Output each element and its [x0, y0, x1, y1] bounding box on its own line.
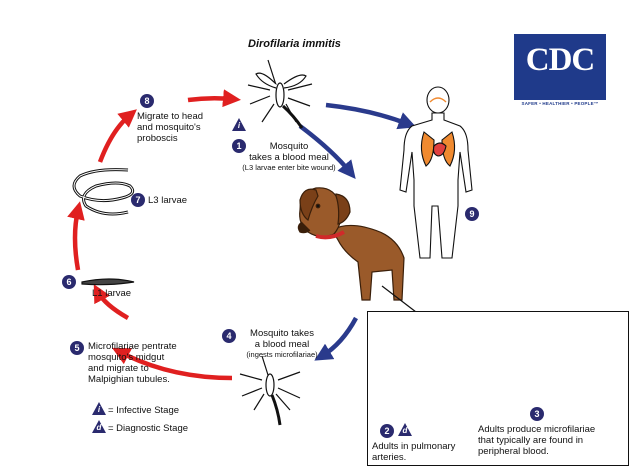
arrow-midgut-to-l1	[93, 284, 130, 320]
stage-4-line1: Mosquito takes	[250, 328, 314, 339]
stage-7-badge: 7	[131, 193, 145, 207]
inset-panel	[367, 311, 629, 466]
legend-diagnostic-text: = Diagnostic Stage	[108, 423, 189, 434]
mosquito-top	[247, 59, 313, 129]
stage-5-line4: Malpighian tubules.	[88, 374, 170, 385]
legend-diagnostic-marker: d	[92, 420, 106, 433]
mosquito-bottom	[239, 355, 301, 426]
red-arrows	[67, 89, 241, 381]
stage-1-line2: takes a blood meal	[249, 152, 329, 163]
diagnostic-marker-letter: d	[402, 426, 408, 435]
stage-3-line3: peripheral blood.	[478, 446, 549, 457]
stage-4-badge: 4	[222, 329, 236, 343]
legend-infective-letter: i	[97, 405, 101, 414]
arrow-l1-to-l3	[67, 201, 85, 271]
infective-stage-marker: i	[232, 118, 246, 131]
arrow-mosquito-to-human	[325, 102, 417, 130]
l1-larva	[81, 278, 135, 286]
stage-7-label: L3 larvae	[148, 195, 188, 206]
stage-1-badge: 1	[232, 139, 246, 153]
stage-1-label: Mosquito takes a blood meal (L3 larvae e…	[234, 141, 344, 172]
arrow-head-to-mosquito	[187, 89, 241, 108]
stage-8-line1: Migrate to head	[137, 111, 204, 122]
stage-2-badge: 2	[380, 424, 394, 438]
cdc-logo-text: CDC	[525, 42, 596, 78]
stage-4-note: (ingests microfilariae)	[246, 350, 318, 359]
stage-5-line3: and migrate to	[88, 363, 149, 374]
arrow-dog-to-mosquito	[314, 316, 358, 361]
stage-8-line3: proboscis	[137, 133, 178, 144]
stage-1-note: (L3 larvae enter bite wound)	[242, 163, 336, 172]
dog-inset-pointer	[381, 285, 417, 313]
stage-4-label: Mosquito takes a blood meal (ingests mic…	[226, 328, 338, 359]
stage-3-line2: that typically are found in	[478, 435, 584, 446]
dog	[297, 187, 405, 301]
legend-infective-text: = Infective Stage	[108, 405, 180, 416]
stage-8-label: Migrate to head and mosquito's proboscis	[137, 111, 237, 144]
cdc-logo: CDC	[514, 34, 606, 100]
diagnostic-stage-marker: d	[398, 423, 412, 436]
infective-marker-letter: i	[237, 121, 241, 130]
stage-1-line1: Mosquito	[269, 141, 309, 152]
cdc-tagline: SAFER • HEALTHIER • PEOPLE™	[521, 101, 599, 106]
arrow-mosquito-to-dog	[298, 124, 356, 179]
legend-infective-marker: i	[92, 402, 106, 415]
stage-5-line1: Microfilariae pentrate	[88, 341, 177, 352]
l3-larva	[72, 168, 135, 216]
stage-3-label: Adults produce microfilariae that typica…	[478, 424, 626, 457]
stage-8-badge: 8	[140, 94, 154, 108]
stage-2-label: Adults in pulmonary arteries.	[372, 441, 472, 463]
human-figure	[399, 86, 473, 259]
stage-2-line1: Adults in pulmonary	[372, 441, 456, 452]
stage-9-badge: 9	[465, 207, 479, 221]
arrow-mosquito-to-larvae	[112, 347, 233, 381]
stage-5-line2: mosquito's midgut	[88, 352, 165, 363]
stage-3-line1: Adults produce microfilariae	[478, 424, 596, 435]
stage-2-line2: arteries.	[372, 452, 407, 463]
stage-3-badge: 3	[530, 407, 544, 421]
arrow-l3-to-head	[97, 109, 137, 163]
diagram-title: Dirofilaria immitis	[248, 38, 341, 50]
stage-6-label: L1 larvae	[92, 288, 132, 299]
legend-diagnostic-letter: d	[96, 423, 102, 432]
stage-8-line2: and mosquito's	[137, 122, 201, 133]
stage-5-label: Microfilariae pentrate mosquito's midgut…	[88, 341, 198, 385]
stage-5-badge: 5	[70, 341, 84, 355]
stage-6-badge: 6	[62, 275, 76, 289]
stage-4-line2: a blood meal	[254, 339, 310, 350]
